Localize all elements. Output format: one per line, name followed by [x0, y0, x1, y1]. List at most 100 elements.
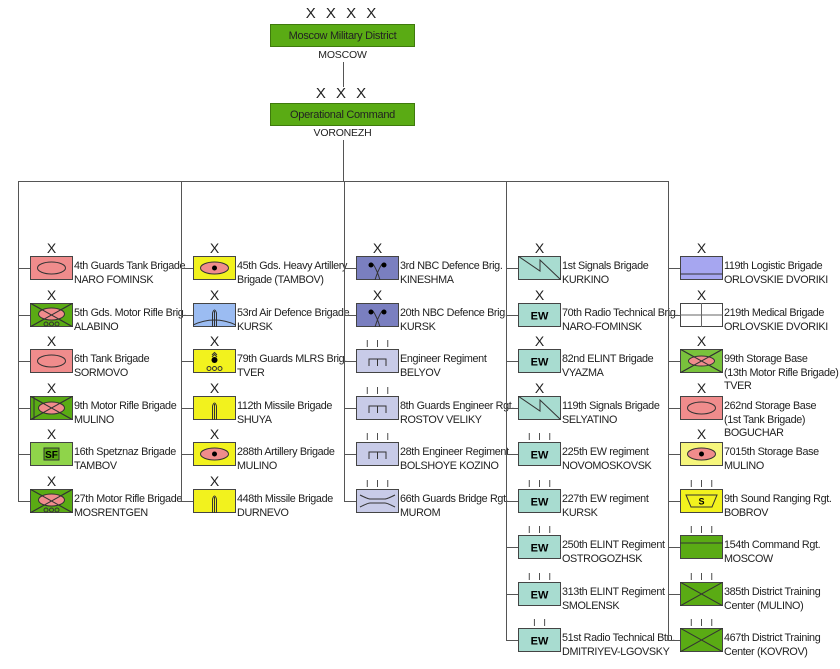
- branch-stub: [668, 547, 680, 548]
- spetsnaz-unit-symbol-icon[interactable]: SF: [30, 442, 73, 466]
- mlrs-unit-symbol-icon[interactable]: [193, 349, 236, 373]
- unit-label[interactable]: 154th Command Rgt.MOSCOW: [724, 539, 821, 566]
- air-defence-unit-symbol-icon[interactable]: [192, 303, 237, 327]
- nbc-unit-symbol-icon[interactable]: [356, 303, 399, 328]
- unit-label[interactable]: 20th NBC Defence Brig.KURSK: [400, 307, 508, 334]
- unit-name: 45th Gds. Heavy Artillery: [237, 260, 348, 272]
- storage-mr-unit-symbol-icon[interactable]: [679, 348, 724, 374]
- engineer-unit-symbol-icon[interactable]: [356, 442, 399, 466]
- unit-label[interactable]: 99th Storage Base(13th Motor Rifle Briga…: [724, 353, 839, 394]
- unit-detail: (13th Motor Rifle Brigade): [724, 366, 839, 379]
- connector-line: [343, 62, 344, 87]
- engineer-unit-symbol-icon[interactable]: [356, 396, 399, 420]
- tank-unit-symbol-icon[interactable]: [30, 349, 73, 373]
- artillery-unit-symbol-icon[interactable]: [193, 256, 236, 280]
- signals-unit-symbol-icon[interactable]: [517, 255, 562, 281]
- moscow-military-district-box[interactable]: Moscow Military District: [270, 24, 415, 47]
- unit-location: NARO FOMINSK: [74, 273, 154, 286]
- ew-unit-symbol-icon[interactable]: EW: [518, 535, 561, 559]
- ew-unit-symbol-icon[interactable]: EW: [518, 582, 561, 606]
- ew-unit-symbol-icon[interactable]: EW: [518, 489, 561, 513]
- branch-stub: [181, 361, 193, 362]
- unit-label[interactable]: 3rd NBC Defence Brig.KINESHMA: [400, 260, 503, 287]
- ew-unit-symbol-icon[interactable]: EW: [518, 442, 561, 466]
- motor-rifle-nw-unit-symbol-icon[interactable]: [29, 395, 74, 421]
- artillery-unit-symbol-icon[interactable]: [193, 442, 236, 466]
- echelon-regiment-icon: III: [365, 480, 397, 489]
- echelon-brigade-icon: X: [534, 287, 545, 303]
- ew-unit-symbol-icon[interactable]: EW: [518, 628, 561, 652]
- unit-label[interactable]: 79th Guards MLRS Brig.TVER: [237, 353, 347, 380]
- storage-tank-unit-symbol-icon[interactable]: [680, 396, 723, 420]
- unit-label[interactable]: 9th Sound Ranging Rgt.BOBROV: [724, 493, 832, 520]
- unit-location: VYAZMA: [562, 366, 604, 379]
- tank-unit-symbol-icon[interactable]: [30, 256, 73, 280]
- unit-label[interactable]: 5th Gds. Motor Rifle Brig.ALABINO: [74, 307, 186, 334]
- medical-unit-symbol-icon[interactable]: [680, 303, 723, 327]
- missile-unit-symbol-icon[interactable]: [193, 489, 236, 513]
- unit-location: BELYOV: [400, 366, 441, 379]
- branch-stub: [344, 315, 356, 316]
- unit-label[interactable]: 262nd Storage Base(1st Tank Brigade)BOGU…: [724, 400, 817, 441]
- unit-name: 20th NBC Defence Brig.: [400, 307, 508, 319]
- unit-location: Brigade (TAMBOV): [237, 273, 324, 286]
- nbc-unit-symbol-icon[interactable]: [356, 256, 399, 281]
- training-unit-symbol-icon[interactable]: [679, 627, 724, 653]
- unit-location: TVER: [724, 380, 752, 392]
- training-unit-symbol-icon[interactable]: [679, 581, 724, 607]
- svg-text:SF: SF: [45, 450, 58, 461]
- motor-rifle-unit-symbol-icon[interactable]: [29, 488, 74, 514]
- svg-text:EW: EW: [531, 357, 549, 369]
- unit-location: MOSRENTGEN: [74, 506, 148, 519]
- ew-unit-symbol-icon[interactable]: EW: [518, 303, 561, 327]
- unit-label[interactable]: 8th Guards Engineer Rgt.ROSTOV VELIKY: [400, 400, 514, 427]
- engineer-unit-symbol-icon[interactable]: [356, 349, 399, 373]
- sound-ranging-unit-symbol-icon[interactable]: S: [680, 489, 723, 513]
- unit-name: 27th Motor Rifle Brigade: [74, 493, 183, 505]
- missile-unit-symbol-icon[interactable]: [193, 396, 236, 420]
- unit-location: KINESHMA: [400, 273, 454, 286]
- operational-command-box[interactable]: Operational Command: [270, 103, 415, 126]
- ew-unit-symbol-icon[interactable]: EW: [518, 349, 561, 373]
- unit-location: Center (KOVROV): [724, 645, 808, 658]
- logistic-unit-symbol-icon[interactable]: [680, 256, 723, 280]
- unit-location: Center (MULINO): [724, 599, 804, 612]
- motor-rifle-unit-symbol-icon[interactable]: [29, 302, 74, 328]
- unit-label[interactable]: 51st Radio Technical Btn.DMITRIYEV-LGOVS…: [562, 632, 675, 659]
- svg-text:EW: EW: [531, 450, 549, 462]
- unit-name: 313th ELINT Regiment: [562, 586, 665, 598]
- unit-location: DMITRIYEV-LGOVSKY: [562, 645, 670, 658]
- echelon-regiment-icon: III: [365, 387, 397, 396]
- storage-art-unit-symbol-icon[interactable]: [680, 442, 723, 466]
- branch-stub: [181, 454, 193, 455]
- command-unit-symbol-icon[interactable]: [680, 535, 723, 559]
- signals-unit-symbol-icon[interactable]: [517, 395, 562, 421]
- bridge-unit-symbol-icon[interactable]: [356, 489, 399, 513]
- unit-label[interactable]: 66th Guards Bridge Rgt.MUROM: [400, 493, 509, 520]
- unit-label[interactable]: 70th Radio Technical Brig.NARO-FOMINSK: [562, 307, 678, 334]
